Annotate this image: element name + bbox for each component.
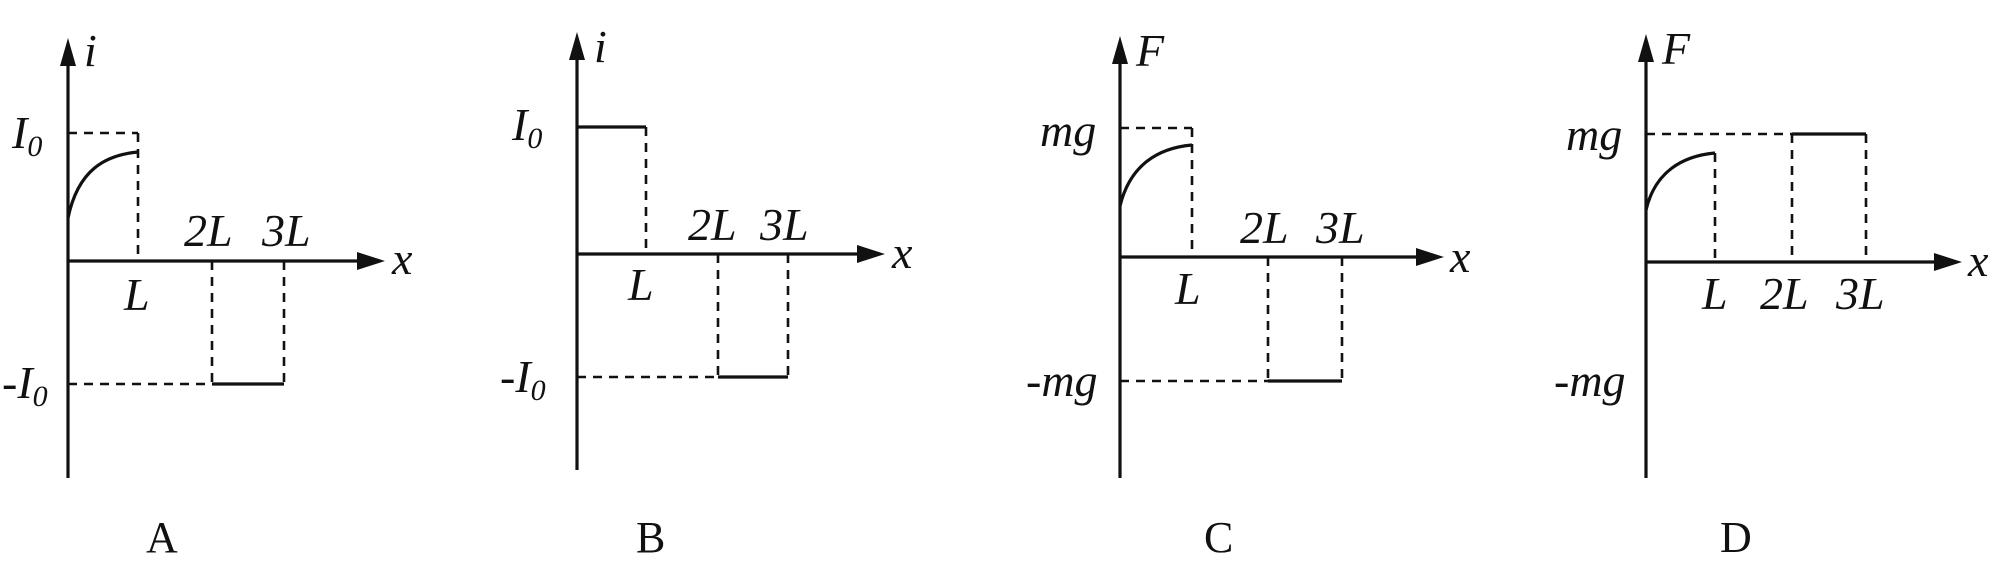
- panel-b-x-axis-label: x: [891, 227, 913, 278]
- panel-d: F x mg -mg L 2L 3L D: [1554, 23, 1989, 562]
- panel-d-y-axis-label: F: [1661, 23, 1691, 74]
- panel-a-positive-level-label: I0: [11, 107, 42, 163]
- panel-b-x-arrow: [857, 245, 885, 263]
- panel-c-x-axis-label: x: [1449, 231, 1471, 282]
- panel-d-negative-level-label: -mg: [1554, 355, 1626, 406]
- panel-d-x-axis-label: x: [1967, 235, 1989, 286]
- panel-a-tick-l: L: [123, 269, 150, 320]
- panel-d-tick-2l: 2L: [1760, 268, 1809, 319]
- panel-b-tick-l: L: [627, 259, 654, 310]
- panel-c-positive-level-label: mg: [1040, 105, 1096, 156]
- panel-b: i x I0 -I0 L 2L 3L B: [500, 21, 913, 562]
- panel-a-tick-2l: 2L: [184, 205, 233, 256]
- panel-d-y-arrow: [1638, 34, 1654, 62]
- panel-d-rising-curve: [1644, 151, 1716, 211]
- panel-b-y-axis-label: i: [594, 21, 607, 72]
- panel-c-rising-curve: [1118, 143, 1193, 207]
- panel-c-option-label: C: [1204, 513, 1233, 562]
- panel-a-y-axis-label: i: [84, 25, 97, 76]
- panel-c-tick-2l: 2L: [1240, 202, 1289, 253]
- panel-b-negative-level-label: -I0: [500, 351, 546, 407]
- panel-a-tick-3l: 3L: [261, 205, 311, 256]
- panel-b-positive-level-label: I0: [511, 99, 542, 155]
- panel-c-negative-level-label: -mg: [1026, 355, 1098, 406]
- panel-c-tick-3l: 3L: [1315, 202, 1365, 253]
- panel-c-y-axis-label: F: [1135, 25, 1165, 76]
- panel-a-rising-curve: [66, 150, 139, 219]
- panel-d-positive-level-label: mg: [1566, 109, 1622, 160]
- panel-b-tick-3l: 3L: [759, 199, 809, 250]
- panel-a-y-arrow: [60, 38, 76, 66]
- panel-d-option-label: D: [1720, 513, 1752, 562]
- panel-a-x-axis-label: x: [391, 233, 413, 284]
- panel-b-tick-2l: 2L: [688, 199, 737, 250]
- panel-b-option-label: B: [636, 513, 665, 562]
- panel-c-y-arrow: [1112, 36, 1128, 64]
- panel-a-option-label: A: [146, 513, 178, 562]
- panel-a-x-arrow: [357, 252, 385, 270]
- panel-d-x-arrow: [1934, 253, 1962, 271]
- panel-c-tick-l: L: [1174, 263, 1201, 314]
- panel-c-x-arrow: [1416, 248, 1444, 266]
- panel-a-negative-level-label: -I0: [2, 357, 48, 413]
- panel-a: i x I0 -I0 L 2L 3L A: [2, 25, 413, 562]
- panel-b-y-arrow: [569, 32, 585, 60]
- panel-c: F x mg -mg L 2L 3L C: [1026, 25, 1471, 562]
- panel-d-tick-3l: 3L: [1835, 268, 1885, 319]
- panel-d-tick-l: L: [1701, 268, 1728, 319]
